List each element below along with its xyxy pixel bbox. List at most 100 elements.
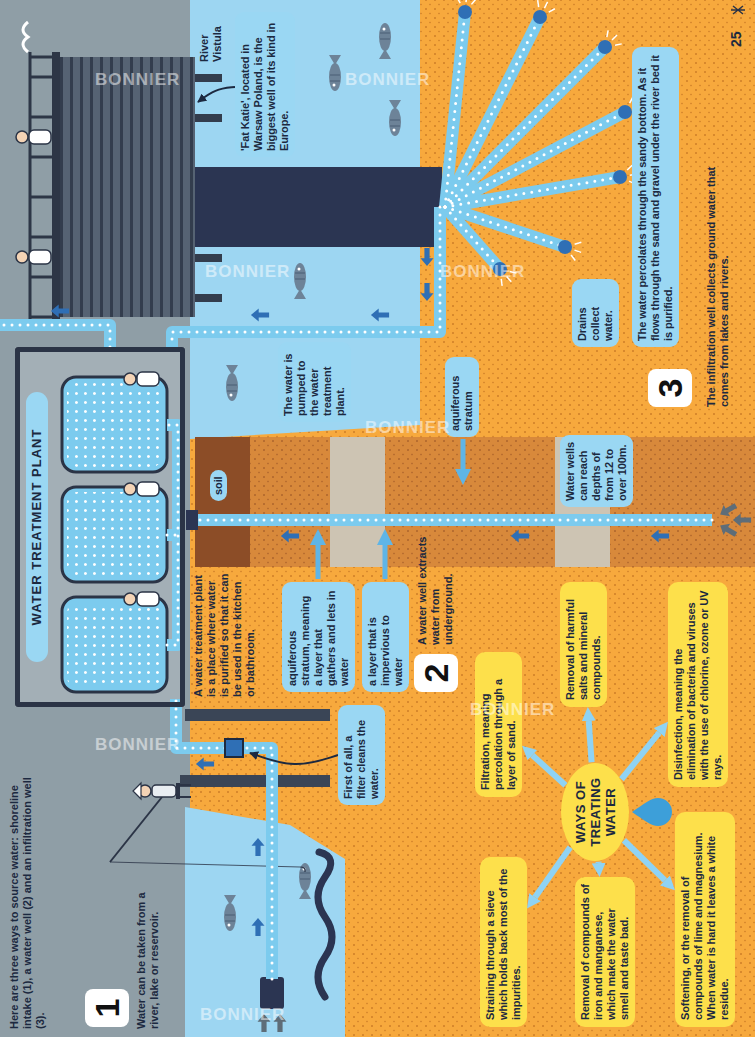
plant-workers	[124, 373, 136, 385]
water-drop	[632, 798, 672, 826]
water-pipe	[172, 207, 440, 347]
fat-katie-well	[195, 294, 222, 302]
flow-arrow	[511, 530, 529, 543]
plant-building	[62, 377, 167, 472]
pipe-dots	[243, 748, 272, 979]
node-text: Disinfection, meaning the elimination of…	[672, 589, 724, 780]
leader-arrow	[198, 87, 235, 102]
stratum-callout: aquiferous stratum	[445, 357, 479, 437]
method-box: Filtration, meaning percolation through …	[475, 652, 522, 797]
drain-cap	[533, 10, 547, 24]
flow-arrow	[51, 305, 69, 318]
node-text: 3	[648, 369, 692, 407]
fat-katie-well	[29, 130, 51, 144]
fish	[226, 365, 238, 401]
water-spray	[465, 0, 467, 2]
water-spray	[612, 35, 617, 40]
pipes	[0, 0, 712, 979]
intake-chamber	[180, 775, 330, 787]
water-spray	[507, 276, 512, 281]
node-text: WAYS OF TREATING WATER	[573, 770, 618, 854]
flow-arrow	[421, 283, 434, 301]
fisherman	[180, 784, 191, 786]
water-pipe	[167, 529, 178, 541]
pipe-dots	[445, 112, 625, 207]
flow-arrow	[717, 520, 739, 540]
intake-chamber	[260, 977, 284, 1009]
fat-katie-well	[195, 74, 222, 82]
drain-cap	[598, 40, 612, 54]
water-pipe	[445, 177, 620, 207]
water-pipe	[167, 425, 178, 645]
fish	[224, 895, 236, 931]
note: Water can be taken from a river, lake or…	[135, 879, 161, 1029]
fat-katie-well	[60, 57, 195, 317]
eel	[318, 852, 332, 997]
flow-arrow	[258, 1014, 271, 1032]
page-icon	[731, 6, 745, 14]
fat-katie-well	[195, 254, 222, 262]
well-head	[186, 510, 198, 530]
water-pipe	[0, 325, 110, 347]
treatment-arrow	[535, 847, 570, 897]
callout-box: The water percolates through the sandy b…	[632, 47, 679, 347]
flow-arrow	[651, 530, 669, 543]
method-box: Softening, or the removal of compounds o…	[675, 812, 735, 1027]
flow-arrow	[717, 500, 739, 520]
callout-number: 3	[648, 369, 692, 407]
node-text: Straining through a sieve which holds ba…	[484, 864, 523, 1020]
leader-arrow	[461, 439, 466, 477]
flow-arrow	[252, 918, 265, 936]
water-pipe	[188, 514, 712, 526]
method-box: Straining through a sieve which holds ba…	[480, 857, 527, 1027]
pipe-dots	[445, 207, 500, 269]
pipe-dots	[172, 207, 440, 347]
treatment-arrow	[532, 755, 565, 785]
watermark: BONNIER	[95, 735, 180, 755]
water-spray	[471, 0, 476, 4]
fish	[299, 863, 311, 899]
ground-strata	[330, 437, 385, 567]
callout-number: 1	[85, 989, 129, 1027]
plant-building	[62, 487, 167, 582]
pipe-dots	[0, 325, 110, 347]
title-oval: WAYS OF TREATING WATER	[560, 762, 630, 862]
stratum-callout: a layer that is impervious to water	[362, 582, 409, 692]
method-box: Removal of harmful salts and mineral com…	[560, 582, 607, 707]
fisherman	[133, 783, 141, 799]
pipe-dots	[445, 17, 540, 207]
treatment-plant-box: WATER TREATMENT PLANT	[15, 347, 185, 707]
pipe-dots	[167, 425, 178, 645]
node-text: Removal of compounds of iron and mangane…	[579, 884, 631, 1020]
node-text: a layer that is impervious to water	[366, 588, 405, 686]
stratum-callout: aquiferous stratum, meaning a layer that…	[282, 582, 355, 692]
water-pipe	[243, 748, 272, 979]
watermark: BONNIER	[345, 70, 430, 90]
fat-katie-well	[29, 250, 51, 264]
water-spray	[607, 30, 608, 37]
plant-building	[62, 597, 167, 692]
node-text: The water percolates through the sandy b…	[636, 53, 675, 341]
filter	[225, 739, 243, 757]
callout-box: Drains collect water.	[572, 279, 619, 347]
node-text: WATER TREATMENT PLANT	[26, 392, 48, 662]
water-spray	[549, 9, 555, 12]
flow-arrow	[733, 514, 751, 527]
plant-workers	[137, 482, 159, 496]
note: A water well extracts water from undergr…	[416, 535, 455, 645]
node-text: soil	[212, 476, 225, 495]
pipe-dots	[188, 519, 712, 522]
water-spray	[510, 271, 517, 273]
pipe-dots	[445, 207, 565, 247]
callout-box: The water is pumped to the water treatme…	[278, 342, 351, 422]
pipe-dots	[445, 12, 465, 207]
node-text: First of all, a filter cleans the water.	[342, 711, 381, 799]
node-text: Water wells can reach depths of from 12 …	[564, 441, 629, 501]
plant-workers	[124, 372, 159, 606]
plant-building	[67, 602, 162, 687]
water-spray	[615, 44, 622, 45]
node-text: Softening, or the removal of compounds o…	[679, 819, 731, 1020]
flow-arrow	[371, 309, 389, 322]
